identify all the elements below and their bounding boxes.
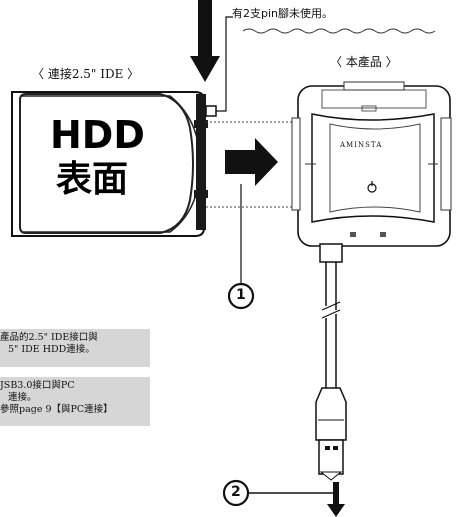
note-ide-line-1: 產品的2.5" IDE接口與 <box>0 332 98 343</box>
step1-number: 1 <box>236 287 246 303</box>
adapter-device <box>291 81 452 247</box>
product-label: 〈 本產品 〉 <box>330 55 398 69</box>
note-ide-connection: 產品的2.5" IDE接口與 5" IDE HDD連接。 <box>0 329 150 367</box>
usb-a-plug <box>318 439 344 475</box>
step2-number: 2 <box>231 484 241 500</box>
note-usb-connection: JSB3.0接口與PC 連接。 參照page 9【與PC連接】 <box>0 377 150 426</box>
hdd-title: HDD <box>50 113 145 157</box>
step2-circle <box>222 479 250 507</box>
hdd-surface-outline <box>19 93 194 234</box>
usb-cable <box>315 243 347 481</box>
unused-pins-label: 有2支pin腳未使用。 <box>232 7 334 20</box>
note-ide-line-2: 5" IDE HDD連接。 <box>8 344 95 355</box>
insert-right-arrow <box>225 138 278 186</box>
connect-ide-label: 〈 連接2.5" IDE 〉 <box>32 67 140 81</box>
insert-down-arrow <box>190 0 220 82</box>
note-usb-line-1: JSB3.0接口與PC <box>0 380 75 391</box>
device-brand-label: AMINSTA <box>340 141 383 149</box>
note-usb-line-2: 連接。 <box>8 392 37 403</box>
hdd-surface-title: 表面 <box>56 159 129 200</box>
note-usb-line-3: 參照page 9【與PC連接】 <box>0 404 113 415</box>
adapter-ide-port <box>291 117 301 211</box>
hdd-ide-connector <box>196 94 206 230</box>
step1-circle <box>227 282 255 310</box>
step2-arrow <box>247 482 345 517</box>
unused-pins-leader-line <box>214 16 233 112</box>
hdd-drive <box>11 91 208 237</box>
unused-pins-wavy-line <box>242 28 436 34</box>
unused-pins-box <box>205 105 217 117</box>
